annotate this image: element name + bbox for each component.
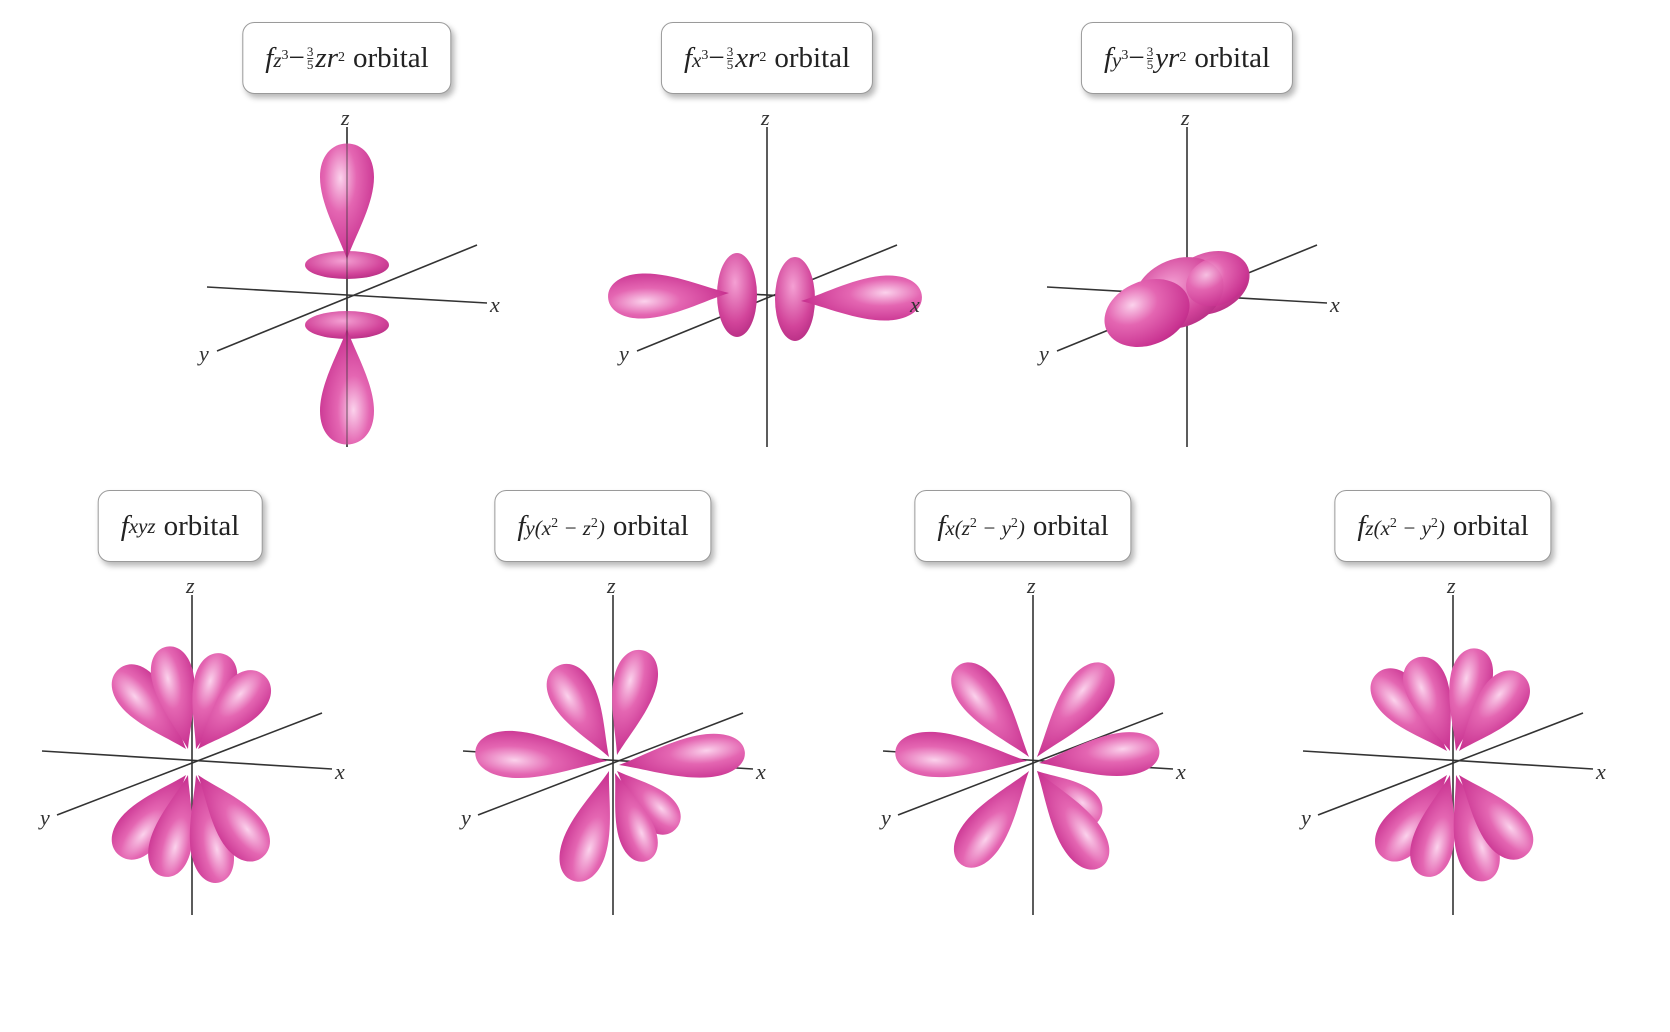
z-axis-label: z bbox=[1026, 573, 1036, 598]
y-axis-label: y bbox=[197, 341, 209, 366]
orbital-diagram-fx3: z x y bbox=[607, 105, 923, 447]
lobe bbox=[1104, 279, 1190, 347]
z-axis-label: z bbox=[606, 573, 616, 598]
y-axis-label: y bbox=[38, 805, 50, 830]
y-axis-label: y bbox=[459, 805, 471, 830]
z-axis-label: z bbox=[340, 105, 350, 130]
ring-lobe bbox=[775, 257, 815, 341]
lobe bbox=[616, 730, 748, 787]
z-axis-label: z bbox=[1180, 105, 1190, 130]
lobe bbox=[1185, 255, 1249, 307]
x-axis-label: x bbox=[1595, 759, 1606, 784]
x-axis-label: x bbox=[1329, 292, 1340, 317]
z-axis-label: z bbox=[1446, 573, 1456, 598]
lobe bbox=[1019, 758, 1120, 879]
orbital-diagram-fxz2y2: z x y bbox=[879, 573, 1186, 915]
lobe bbox=[943, 758, 1047, 878]
y-axis-label: y bbox=[617, 341, 629, 366]
z-axis-label: z bbox=[760, 105, 770, 130]
orbital-diagram-fy3: z x y bbox=[1037, 105, 1340, 447]
orbital-diagram-fxyz: z x y bbox=[38, 573, 345, 915]
z-axis-label: z bbox=[185, 573, 195, 598]
lobe bbox=[800, 274, 923, 324]
orbital-diagram-fz3: z x y bbox=[197, 105, 500, 447]
orbital-diagram-fyx2z2: z x y bbox=[459, 573, 766, 915]
lobe bbox=[607, 270, 730, 320]
ring-lobe bbox=[717, 253, 757, 337]
x-axis-label: x bbox=[909, 292, 920, 317]
y-axis-label: y bbox=[1037, 341, 1049, 366]
x-axis-label: x bbox=[1175, 759, 1186, 784]
y-axis-label: y bbox=[1299, 805, 1311, 830]
x-axis-label: x bbox=[755, 759, 766, 784]
orbital-diagram-fzx2y2: z x y bbox=[1299, 573, 1606, 915]
x-axis-label: x bbox=[334, 759, 345, 784]
x-axis-label: x bbox=[489, 292, 500, 317]
y-axis-label: y bbox=[879, 805, 891, 830]
